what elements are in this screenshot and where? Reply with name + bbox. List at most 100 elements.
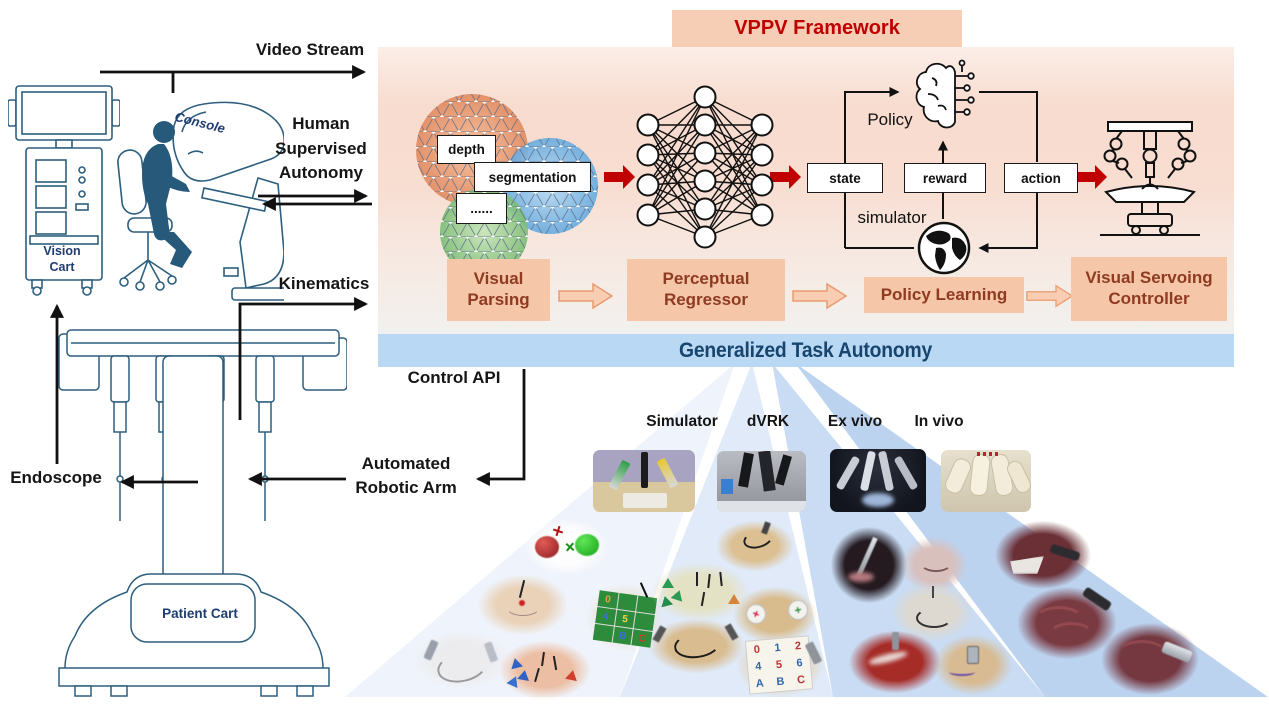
action-box: action	[1004, 163, 1078, 193]
sim-green-board: 0 4 5 B C	[592, 590, 658, 648]
banner-text: Generalized Task Autonomy	[679, 338, 933, 362]
tissue-streak	[867, 649, 909, 667]
red-arrow-3	[1076, 165, 1107, 189]
stage-visual-servoing-label: Visual Servoing Controller	[1085, 268, 1213, 308]
policy-label: Policy	[867, 110, 913, 129]
marker-disc	[788, 600, 808, 620]
stage-policy-learning: Policy Learning	[864, 277, 1024, 313]
instrument-shaft	[1049, 543, 1081, 562]
board-cell	[592, 623, 614, 643]
automated-robotic-arm-label: Automated Robotic Arm	[355, 454, 457, 497]
disc-glyph	[752, 610, 760, 618]
black-peg	[700, 591, 706, 607]
board-cell	[634, 612, 655, 631]
framework-title-text: VPPV Framework	[734, 17, 900, 39]
human-supervised-autonomy-label: Human Supervised Autonomy	[275, 114, 367, 183]
stage-arrow-1	[558, 282, 614, 310]
thumb-dvrk-platform	[717, 451, 806, 512]
simulator-label: simulator	[857, 208, 927, 227]
orange-peg	[728, 594, 740, 604]
ellipsis-label-box: ......	[456, 193, 507, 224]
category-invivo: In vivo	[914, 413, 964, 430]
stage-arrow-3	[1026, 284, 1074, 308]
endoscope-label: Endoscope	[10, 468, 102, 487]
brain-circuit-icon	[915, 59, 975, 129]
block-cell: 6	[796, 656, 804, 670]
thumb-simulator-platform	[593, 450, 695, 512]
dvrk-arm	[738, 452, 754, 488]
board-cell: 5	[614, 609, 636, 629]
green-peg	[658, 594, 674, 608]
vision-cart-label: Vision Cart	[43, 244, 81, 275]
tissue-hint	[848, 572, 874, 582]
stage-perceptual-regressor-label: Perceptual Regressor	[662, 269, 750, 309]
task-exvivo-clip	[933, 634, 1013, 696]
green-peg	[662, 578, 674, 588]
kinematics-label: Kinematics	[278, 274, 370, 293]
blue-marker	[508, 656, 524, 670]
depth-label-box: depth	[437, 135, 496, 164]
gauze	[1010, 556, 1044, 574]
thumb-exvivo-platform	[830, 449, 926, 512]
board-cell	[616, 592, 638, 612]
surgical-robot-icon	[1100, 121, 1200, 236]
task-dvrk-suture	[648, 618, 746, 674]
bowel-ridge	[1116, 640, 1168, 670]
invivo-drape	[968, 453, 992, 497]
disc-glyph	[794, 606, 801, 613]
curved-needle	[672, 628, 722, 662]
red-arrow-2	[770, 165, 801, 189]
sim-tool-yellow	[656, 457, 679, 489]
depth-label: depth	[448, 142, 485, 157]
block-cell: B	[776, 675, 785, 689]
vision-cart-illustration	[8, 85, 120, 296]
block-cell: 1	[773, 641, 782, 654]
green-ball	[575, 534, 599, 556]
black-peg	[707, 573, 711, 589]
robot-arm-1	[110, 355, 130, 521]
block-cell: A	[755, 677, 765, 691]
stage-visual-parsing-label: Visual Parsing	[467, 269, 530, 309]
task-invivo-gauze	[994, 520, 1092, 590]
globe-icon	[917, 221, 971, 275]
green-peg	[670, 588, 686, 602]
exvivo-arm	[859, 450, 877, 492]
suture-curve	[505, 596, 541, 616]
task-sim-needle-tissue	[477, 574, 569, 636]
task-exvivo-instrument	[830, 526, 908, 604]
curved-needle	[741, 526, 775, 552]
sim-tool-green	[608, 459, 631, 491]
sim-sheet	[623, 493, 667, 508]
category-dvrk: dVRK	[746, 413, 790, 430]
dvrk-floor	[717, 501, 806, 512]
exvivo-arm	[835, 455, 861, 491]
thumb-invivo-platform	[941, 450, 1031, 512]
black-peg	[696, 572, 698, 586]
stage-perceptual-regressor: Perceptual Regressor	[627, 259, 785, 321]
block-cell: 4	[754, 660, 762, 674]
needle-curve	[916, 608, 952, 628]
invivo-marks	[977, 452, 999, 456]
reward-box: reward	[904, 163, 986, 193]
segmentation-label: segmentation	[488, 169, 577, 185]
board-cell: B	[612, 626, 633, 646]
task-sim-thread	[413, 630, 511, 690]
reward-label: reward	[922, 170, 968, 186]
board-cell: 0	[597, 590, 619, 609]
task-invivo-bowel-2	[1100, 622, 1200, 696]
category-simulator: Simulator	[646, 413, 718, 430]
stage-visual-parsing: Visual Parsing	[447, 259, 550, 321]
character-blocks: 0 1 2 4 5 6 A B C	[744, 635, 814, 695]
state-box: state	[807, 163, 883, 193]
exvivo-glow	[862, 493, 894, 507]
dvrk-arm	[775, 454, 792, 486]
ellipsis-label: ......	[470, 201, 493, 216]
stage-visual-servoing-controller: Visual Servoing Controller	[1071, 257, 1227, 321]
state-label: state	[829, 170, 861, 186]
thread-loop	[434, 647, 490, 687]
action-label: action	[1021, 170, 1061, 186]
red-cross-marker	[552, 525, 565, 538]
instrument-jaw	[423, 639, 439, 661]
red-cone	[565, 668, 579, 682]
